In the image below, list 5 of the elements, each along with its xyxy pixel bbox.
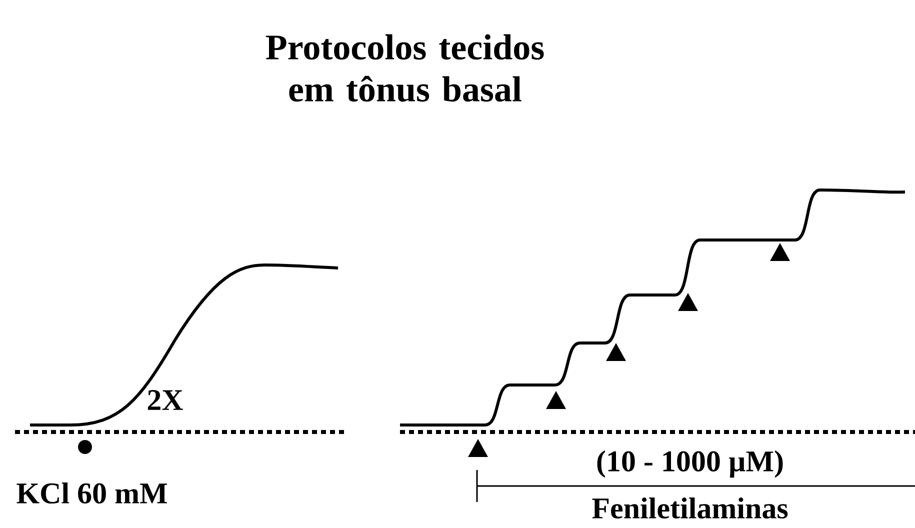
title: Protocolos tecidos em tônus basal: [266, 34, 544, 102]
label: 2X: [148, 390, 183, 410]
label: (10 - 1000 µM): [597, 450, 783, 478]
label: Feniletilaminas: [592, 497, 788, 519]
label: KCl 60 mM: [16, 482, 167, 504]
